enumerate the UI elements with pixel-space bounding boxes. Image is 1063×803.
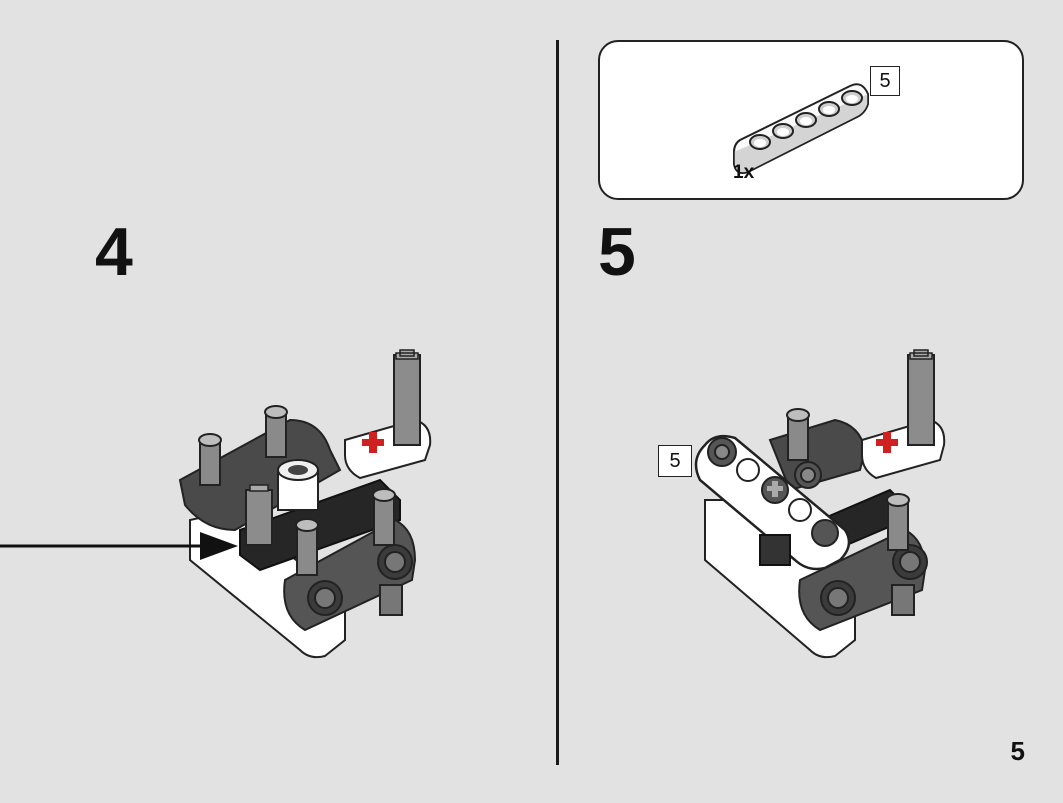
callout-length-tag: 5 — [658, 445, 692, 477]
page-number: 5 — [1010, 736, 1025, 766]
beam-part-image — [733, 83, 869, 174]
step-number-5: 5 — [598, 214, 636, 290]
parts-list-box: 5 1x — [598, 40, 1024, 200]
insert-arrow-icon — [200, 532, 238, 560]
step-number-4: 4 — [95, 214, 133, 290]
step-divider — [556, 40, 559, 765]
part-length-tag: 5 — [870, 66, 900, 96]
part-quantity: 1x — [733, 162, 755, 183]
